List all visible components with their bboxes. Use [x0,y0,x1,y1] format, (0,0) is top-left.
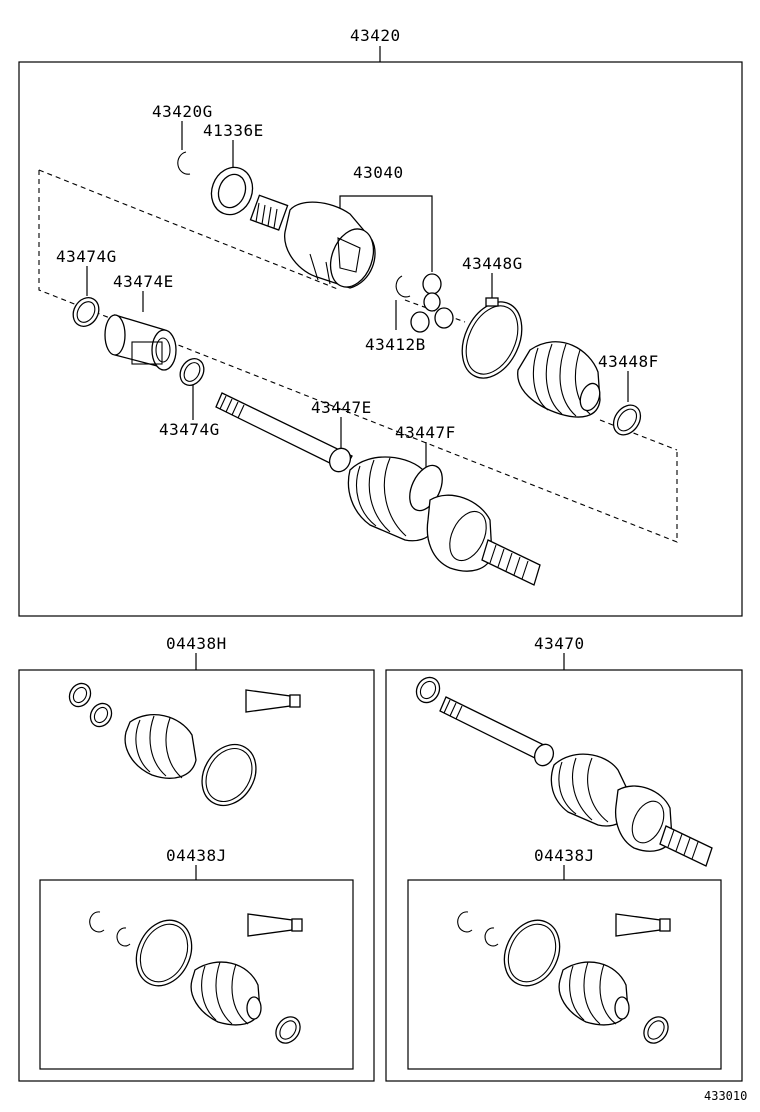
inboard-joint-housing-part [249,194,376,289]
label-clamp-outer-large: 43447F [395,423,456,442]
inboard-boot-part [517,341,601,418]
label-boot-clamp-left-a: 43474G [56,247,117,266]
label-boot-kit-inboard-right: 04438J [534,846,595,865]
outboard-joint-shaft-part [439,696,713,867]
kit-right-snap-ring-a-part [457,911,473,933]
diagram-ref-number: 433010 [704,1089,747,1103]
kit-clamp-small-a-part [68,682,92,708]
label-clamp-small: 43448F [598,352,659,371]
clamp-small-part [612,404,642,436]
damper-part [104,314,177,371]
snap-ring-inner-part [177,151,191,175]
kit-left-clamp-large-part [135,919,193,987]
kit-right-grease-tube-part [615,913,671,937]
drive-shaft-part [215,392,541,586]
boot-clamp-left-a-part [72,297,100,327]
kit-left-grease-tube-part [247,913,303,937]
kit-clamp-small-b-part [89,702,113,728]
label-snap-ring-tripod: 43412B [365,335,426,354]
kit-clamp-large-part [201,743,257,807]
outboard-joint-clamp-part [415,676,441,704]
kit-left-snap-ring-a-part [89,911,105,933]
label-inboard-joint: 43040 [353,163,404,182]
seal-part [210,166,254,216]
kit-left-snap-ring-b-part [116,927,131,947]
kit-right-snap-ring-b-part [484,927,499,947]
kit-right-clamp-large-part [503,919,561,987]
boot-clamp-left-b-part [179,358,205,386]
label-boot-clamp-left-b: 43474G [159,420,220,439]
label-main-assembly: 43420 [350,26,401,45]
kit-boot-outboard-part [124,714,197,779]
label-seal: 41336E [203,121,264,140]
snap-ring-tripod-part [395,275,411,298]
kit-right-boot-part [558,961,630,1026]
dashed-group-outline [38,170,678,543]
kit-grease-tube-part [245,689,301,713]
label-outboard-joint: 43470 [534,634,585,653]
kit-left-clamp-small-part [275,1016,301,1044]
label-boot-kit-outboard: 04438H [166,634,227,653]
clamp-large-part [461,297,523,379]
kit-left-boot-part [190,961,262,1026]
label-clamp-large: 43448G [462,254,523,273]
label-snap-ring-inner: 43420G [152,102,213,121]
tripod-part [410,273,454,333]
label-damper: 43474E [113,272,174,291]
label-boot-kit-inboard-left: 04438J [166,846,227,865]
label-clamp-outer-small: 43447E [311,398,372,417]
kit-right-clamp-small-part [643,1016,669,1044]
